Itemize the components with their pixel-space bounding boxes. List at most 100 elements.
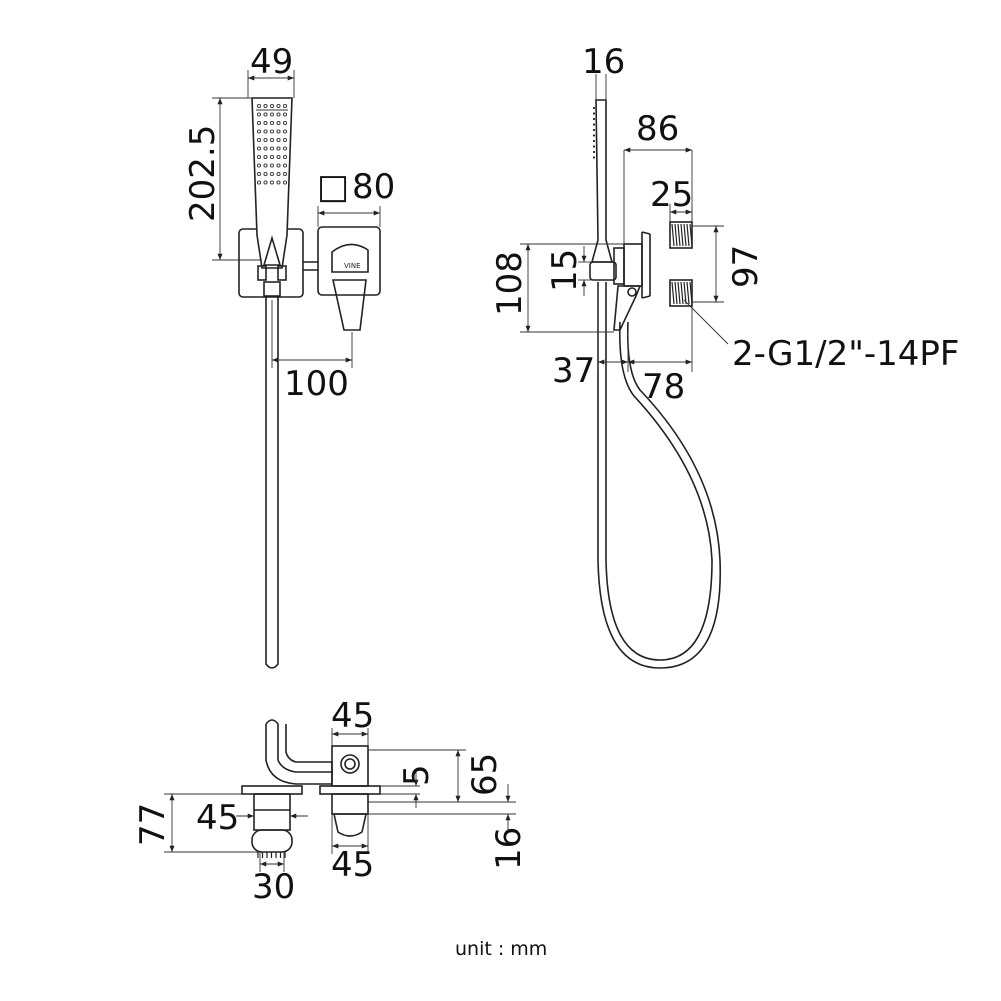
nozzle bbox=[256, 103, 262, 109]
mixer-plate bbox=[317, 226, 381, 296]
nozzle bbox=[276, 112, 281, 117]
dim-top-head-width: 30 bbox=[252, 867, 295, 907]
side-nozzle-dot bbox=[592, 134, 596, 137]
dim-top-height: 65 bbox=[465, 753, 505, 796]
nozzle bbox=[276, 154, 281, 160]
top-view: 45 65 5 16 77 45 45 bbox=[133, 696, 529, 907]
nozzle bbox=[263, 163, 268, 168]
dim-top-small: 5 bbox=[397, 764, 437, 786]
dim-hose-offset: 37 bbox=[552, 351, 595, 391]
thread-line bbox=[677, 223, 681, 247]
thread-spec-label: 2-G1/2"-14PF bbox=[732, 334, 959, 374]
nozzle bbox=[269, 137, 275, 143]
thread-line bbox=[674, 281, 678, 305]
dim-plate-size-prefix: □ bbox=[317, 167, 349, 207]
dim-top-bottom-width: 45 bbox=[331, 845, 374, 885]
nozzle bbox=[276, 137, 281, 143]
nozzle bbox=[276, 171, 281, 177]
nozzle bbox=[269, 103, 275, 109]
nozzle bbox=[263, 146, 268, 151]
dim-top-depth: 77 bbox=[133, 803, 173, 846]
nozzle bbox=[263, 154, 268, 160]
nozzle bbox=[282, 154, 288, 160]
mixer-handle bbox=[332, 279, 367, 331]
top-head bbox=[251, 829, 293, 853]
nozzle bbox=[263, 112, 268, 117]
side-nozzle-dot bbox=[592, 123, 596, 126]
side-nozzle-dot bbox=[592, 150, 596, 154]
nozzle bbox=[282, 129, 288, 134]
nozzle bbox=[263, 137, 268, 143]
nozzle bbox=[256, 120, 262, 126]
nozzle bbox=[256, 146, 262, 151]
thread-line bbox=[686, 223, 690, 247]
side-nozzle-dot bbox=[592, 139, 596, 143]
nozzle bbox=[269, 146, 275, 151]
thread-upper bbox=[669, 221, 693, 249]
nozzle bbox=[263, 180, 268, 185]
top-hose-elbow bbox=[265, 724, 333, 785]
dim-thread-spacing: 97 bbox=[726, 245, 766, 288]
dim-small-offset: 15 bbox=[545, 249, 585, 292]
thread-line bbox=[680, 223, 684, 247]
thread-line bbox=[677, 281, 681, 305]
thread-line bbox=[683, 223, 687, 247]
dim-top-handle-width: 45 bbox=[331, 696, 374, 736]
nozzle bbox=[269, 171, 275, 177]
thread-line bbox=[686, 281, 690, 305]
nozzle bbox=[269, 120, 275, 126]
nozzle bbox=[276, 120, 281, 126]
hose-connector bbox=[263, 281, 281, 297]
side-nozzle-dot bbox=[592, 117, 596, 121]
side-nozzle-dot bbox=[592, 156, 596, 159]
side-nozzle-dot bbox=[592, 112, 596, 115]
nozzle bbox=[269, 129, 275, 134]
dim-center-distance: 100 bbox=[284, 364, 349, 404]
dim-body-depth: 78 bbox=[642, 367, 685, 407]
dim-handshower-length: 202.5 bbox=[183, 125, 223, 222]
nozzle bbox=[282, 103, 288, 109]
thread-line bbox=[689, 223, 693, 247]
side-lever bbox=[613, 285, 642, 331]
dim-wall-to-front: 86 bbox=[636, 109, 679, 149]
nozzle bbox=[263, 171, 268, 177]
thread-line bbox=[671, 281, 675, 305]
nozzle bbox=[269, 163, 275, 168]
side-nozzle-dot bbox=[592, 145, 596, 148]
nozzle bbox=[256, 180, 262, 185]
side-nozzle-dot bbox=[592, 128, 596, 132]
nozzle bbox=[263, 120, 268, 126]
nozzle bbox=[269, 154, 275, 160]
nozzle bbox=[282, 171, 288, 177]
nozzle bbox=[269, 112, 275, 117]
thread-line bbox=[671, 223, 675, 247]
handshower-head bbox=[251, 97, 293, 269]
unit-label: unit : mm bbox=[455, 938, 547, 960]
nozzle bbox=[276, 180, 281, 185]
svg-text:VINE: VINE bbox=[344, 262, 361, 270]
nozzle bbox=[282, 180, 288, 185]
handshower-tip bbox=[262, 235, 282, 266]
nozzle bbox=[282, 163, 288, 168]
dim-side-height: 108 bbox=[490, 251, 530, 316]
side-view: 16 86 25 97 108 15 2-G1/2"-14PF bbox=[490, 42, 959, 669]
front-view: VINE 49 202.5 □ 80 100 bbox=[183, 42, 395, 669]
thread-lower bbox=[669, 279, 693, 307]
nozzle bbox=[256, 112, 262, 117]
dim-side-depth: 16 bbox=[582, 42, 625, 82]
nozzle bbox=[282, 146, 288, 151]
nozzle bbox=[256, 171, 262, 177]
nozzle bbox=[256, 129, 262, 134]
dim-plate-size: 80 bbox=[352, 167, 395, 207]
nozzle bbox=[263, 103, 268, 109]
top-handle-block bbox=[331, 745, 369, 787]
nozzle bbox=[276, 103, 281, 109]
nozzle bbox=[282, 120, 288, 126]
nozzle bbox=[276, 163, 281, 168]
hose bbox=[265, 296, 279, 669]
nozzle bbox=[282, 137, 288, 143]
side-hose bbox=[597, 282, 722, 669]
side-nozzle-dot bbox=[592, 106, 596, 110]
nozzle bbox=[269, 180, 275, 185]
